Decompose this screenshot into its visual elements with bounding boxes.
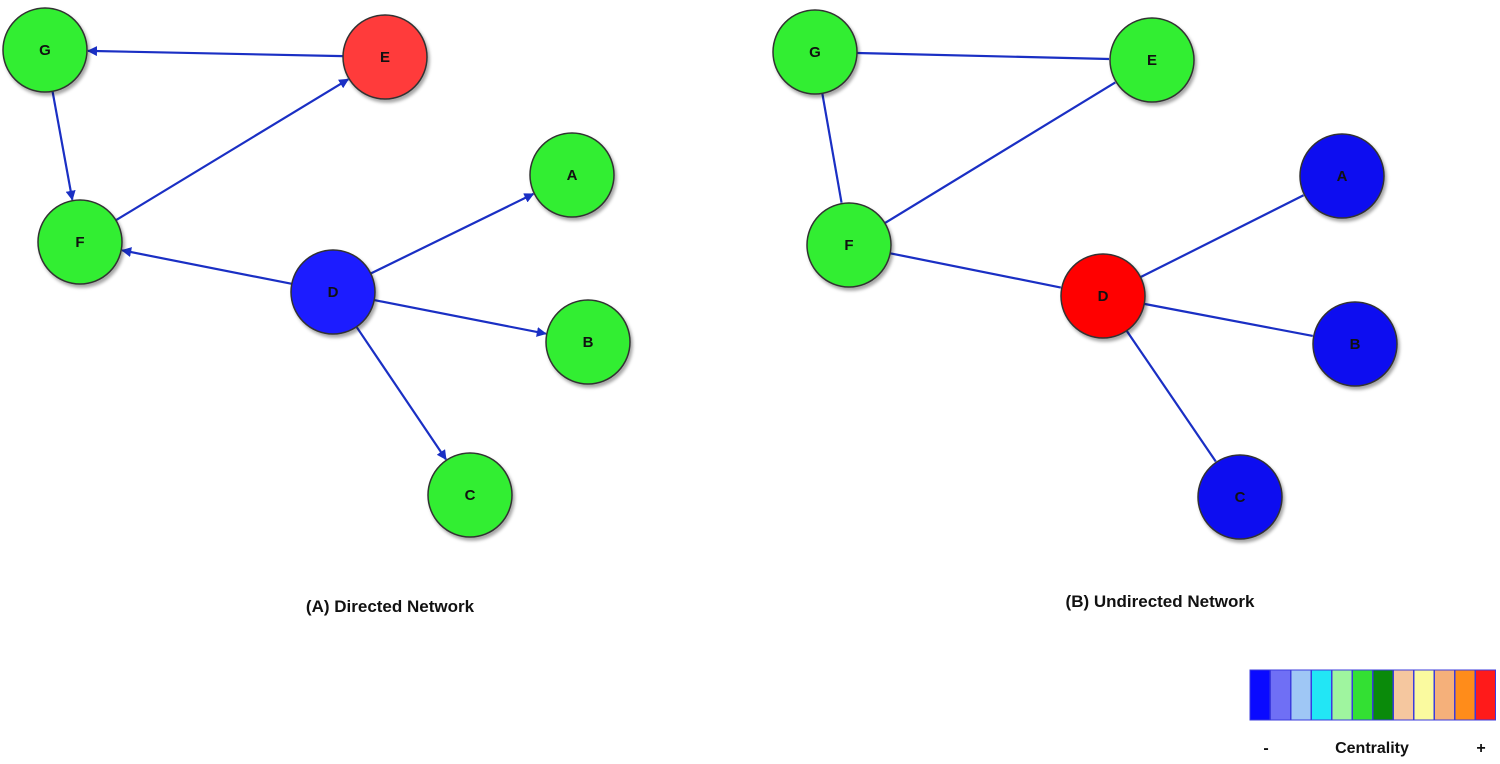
node-f: F [37,199,123,285]
legend-title: Centrality [1335,740,1409,757]
node-label: F [844,237,853,254]
edge-g-f [821,93,843,203]
node-c: C [1197,454,1283,540]
node-c: C [427,452,513,538]
node-circle [545,299,631,385]
node-label: E [380,49,390,66]
node-d: D [290,249,376,335]
node-label: C [465,487,476,504]
node-label: G [809,44,821,61]
node-f: F [806,202,892,288]
node-label: A [567,167,578,184]
legend-swatch-9 [1413,669,1435,721]
node-label: E [1147,52,1157,69]
legend-swatch-11 [1454,669,1476,721]
node-circle [2,7,88,93]
node-circle [772,9,858,95]
edge-d-a [370,192,535,275]
node-g: G [2,7,88,93]
node-circle [1197,454,1283,540]
legend-swatch-12 [1475,669,1496,721]
edge-f-e [884,81,1116,225]
node-circle [427,452,513,538]
centrality-legend: - Centrality + [1249,669,1496,757]
node-d: D [1060,253,1146,339]
edge-e-g [86,46,344,58]
node-circle [1299,133,1385,219]
node-label: G [39,42,51,59]
node-circle [529,132,615,218]
undirected-network-panel: G E F A D B C (B) Undirected Network [772,9,1398,611]
node-e: E [342,14,428,100]
legend-swatch-5 [1331,669,1353,721]
node-label: A [1337,168,1348,185]
undirected-network-caption: (B) Undirected Network [1066,592,1255,611]
node-circle [37,199,123,285]
edge-d-b [374,299,547,337]
directed-edges [51,46,547,461]
edge-d-a [1140,194,1305,279]
legend-swatch-7 [1372,669,1394,721]
directed-network-caption: (A) Directed Network [306,597,475,616]
edge-f-d [889,252,1062,289]
edge-d-c [1125,330,1217,463]
legend-swatch-10 [1434,669,1455,721]
node-circle [1109,17,1195,103]
node-circle [806,202,892,288]
node-circle [290,249,376,335]
edge-g-f [51,91,76,201]
node-label: C [1235,489,1246,506]
edge-g-e [856,51,1110,61]
node-label: B [1350,336,1361,353]
edge-d-f [121,247,293,285]
node-b: B [1312,301,1398,387]
node-a: A [529,132,615,218]
edge-d-b [1144,302,1313,338]
node-b: B [545,299,631,385]
node-label: D [1098,288,1109,305]
legend-swatch-3 [1290,669,1312,721]
directed-nodes: G E F A D B C [2,7,631,538]
legend-swatch-6 [1352,669,1373,721]
edge-d-c [355,326,447,461]
legend-min-label: - [1263,740,1268,757]
node-label: B [583,334,594,351]
legend-swatch-4 [1311,669,1332,721]
legend-swatch-2 [1270,669,1291,721]
legend-max-label: + [1476,740,1485,757]
node-circle [1312,301,1398,387]
node-e: E [1109,17,1195,103]
centrality-color-scale [1249,669,1496,721]
node-label: F [75,234,84,251]
node-label: D [328,284,339,301]
directed-network-panel: G E F A D B C (A) Directed Network [2,7,631,616]
undirected-nodes: G E F A D B C [772,9,1398,540]
node-circle [1060,253,1146,339]
node-a: A [1299,133,1385,219]
legend-swatch-8 [1393,669,1414,721]
edge-f-e [115,78,350,222]
node-circle [342,14,428,100]
node-g: G [772,9,858,95]
legend-swatch-1 [1249,669,1271,721]
undirected-edges [821,51,1313,463]
